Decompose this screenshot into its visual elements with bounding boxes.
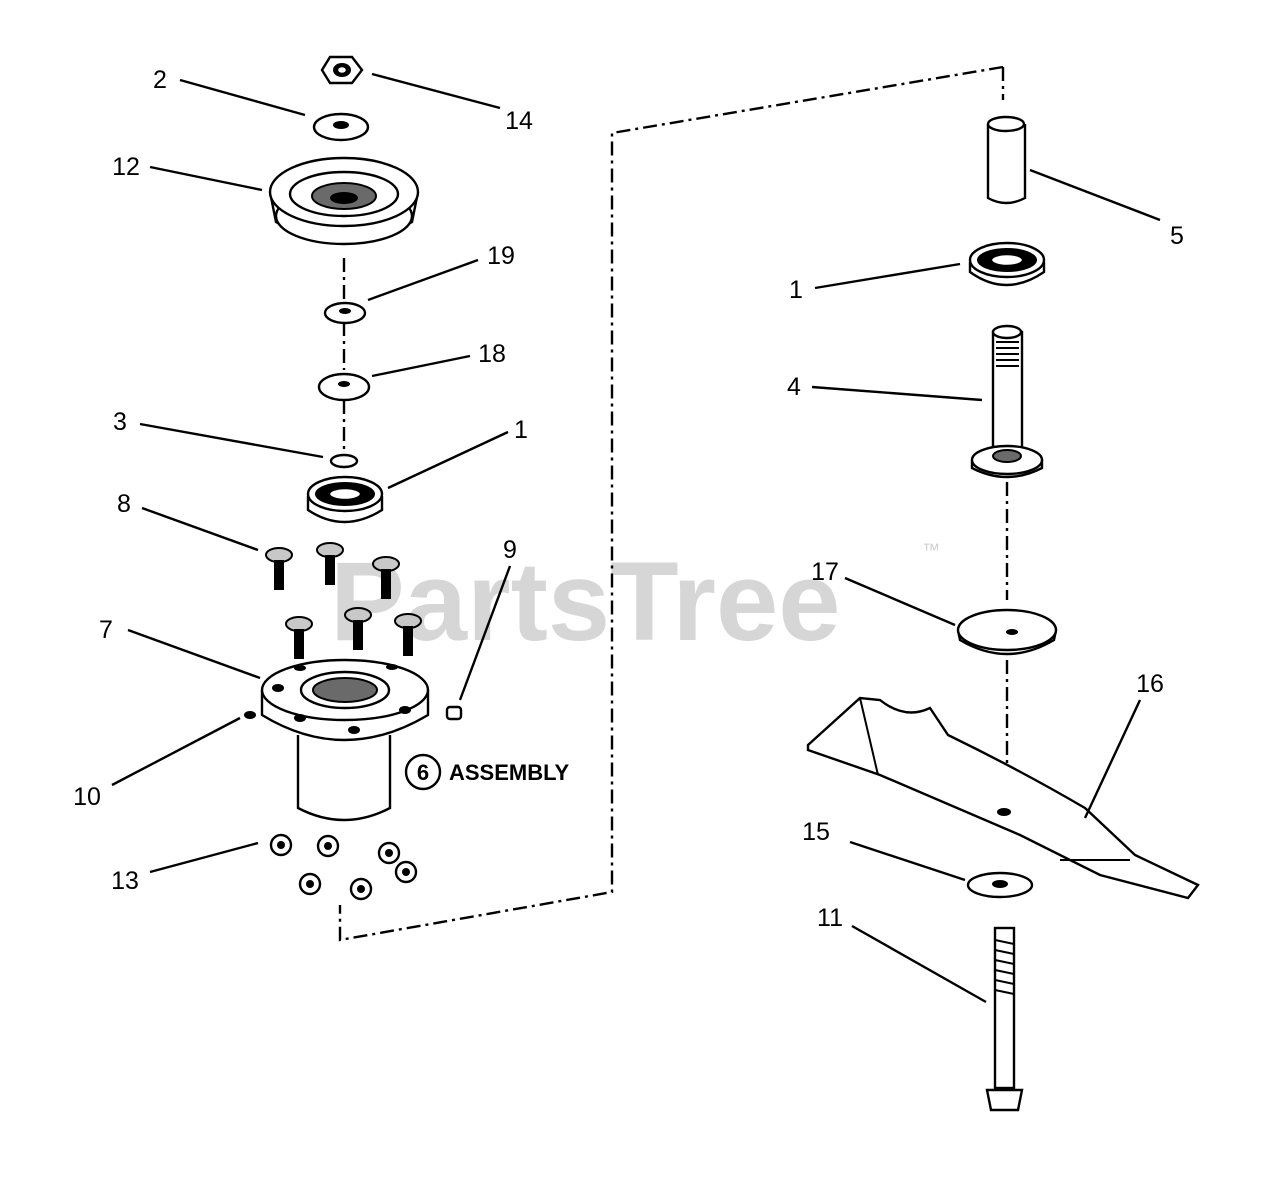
- watermark-trademark: ™: [922, 540, 940, 560]
- spindle-shaft-part: [970, 324, 1044, 479]
- blade-washer-part: [966, 871, 1034, 899]
- callout-9: 9: [503, 536, 517, 564]
- leader-7: [127, 628, 261, 680]
- retaining-ring-part: [329, 453, 359, 469]
- bearing-part-right: [968, 241, 1046, 287]
- callout-7: 7: [99, 616, 113, 644]
- pulley-part: [268, 156, 420, 246]
- leader-8: [141, 506, 259, 552]
- spindle-housing-part: [260, 658, 430, 822]
- watermark-text: PartsTree: [330, 539, 841, 664]
- leader-3: [139, 422, 324, 459]
- leader-10: [111, 716, 241, 787]
- callout-13: 13: [111, 867, 139, 895]
- thrust-washer-part: [317, 372, 371, 402]
- callout-15: 15: [802, 818, 830, 846]
- grease-fitting-part: [445, 705, 463, 721]
- leader-5: [1029, 168, 1161, 222]
- spacer-washer-part: [323, 301, 367, 325]
- hex-nuts-part: [269, 833, 418, 901]
- assembly-number-circle: [404, 753, 442, 791]
- mower-blade-part: [806, 696, 1200, 900]
- callout-3: 3: [113, 408, 127, 436]
- callout-11: 11: [817, 904, 843, 932]
- assembly-label: ASSEMBLY: [449, 760, 570, 785]
- leader-14: [371, 72, 501, 110]
- callout-18: 18: [478, 340, 506, 368]
- spacer-tube-part: [986, 115, 1027, 205]
- callout-1-left: 1: [514, 416, 528, 444]
- leader-11: [851, 924, 987, 1004]
- callout-5: 5: [1170, 222, 1184, 250]
- callout-2: 2: [153, 66, 167, 94]
- callout-14: 14: [505, 107, 533, 135]
- blade-adapter-part: [956, 608, 1058, 656]
- leader-19: [367, 258, 479, 302]
- callout-10: 10: [73, 783, 101, 811]
- leader-1-right: [814, 262, 961, 290]
- leader-17: [844, 576, 956, 627]
- carriage-bolts-part: [265, 542, 422, 659]
- washer-part: [312, 112, 370, 142]
- lock-nut-part: [320, 55, 364, 85]
- assembly-boundary-top: [338, 65, 1004, 942]
- blade-bolt-part: [985, 926, 1024, 1112]
- leader-13: [149, 841, 259, 874]
- leader-9: [458, 565, 512, 701]
- leader-15: [849, 840, 966, 882]
- assembly-number: 6: [417, 760, 429, 785]
- callout-12: 12: [112, 153, 140, 181]
- set-screw-part: [244, 711, 256, 719]
- leader-16: [1083, 699, 1142, 819]
- leader-18: [371, 354, 471, 378]
- callout-17: 17: [811, 558, 839, 586]
- callout-19: 19: [487, 242, 515, 270]
- leader-1-left: [387, 430, 509, 490]
- leader-12: [149, 165, 263, 192]
- assembly-marker: 6 ASSEMBLY: [404, 753, 570, 791]
- callout-1-right: 1: [789, 276, 803, 304]
- bearing-part-left: [306, 475, 384, 524]
- leader-2: [179, 78, 306, 117]
- leader-4: [811, 385, 983, 402]
- callout-8: 8: [117, 490, 131, 518]
- callout-4: 4: [787, 373, 801, 401]
- callout-16: 16: [1136, 670, 1164, 698]
